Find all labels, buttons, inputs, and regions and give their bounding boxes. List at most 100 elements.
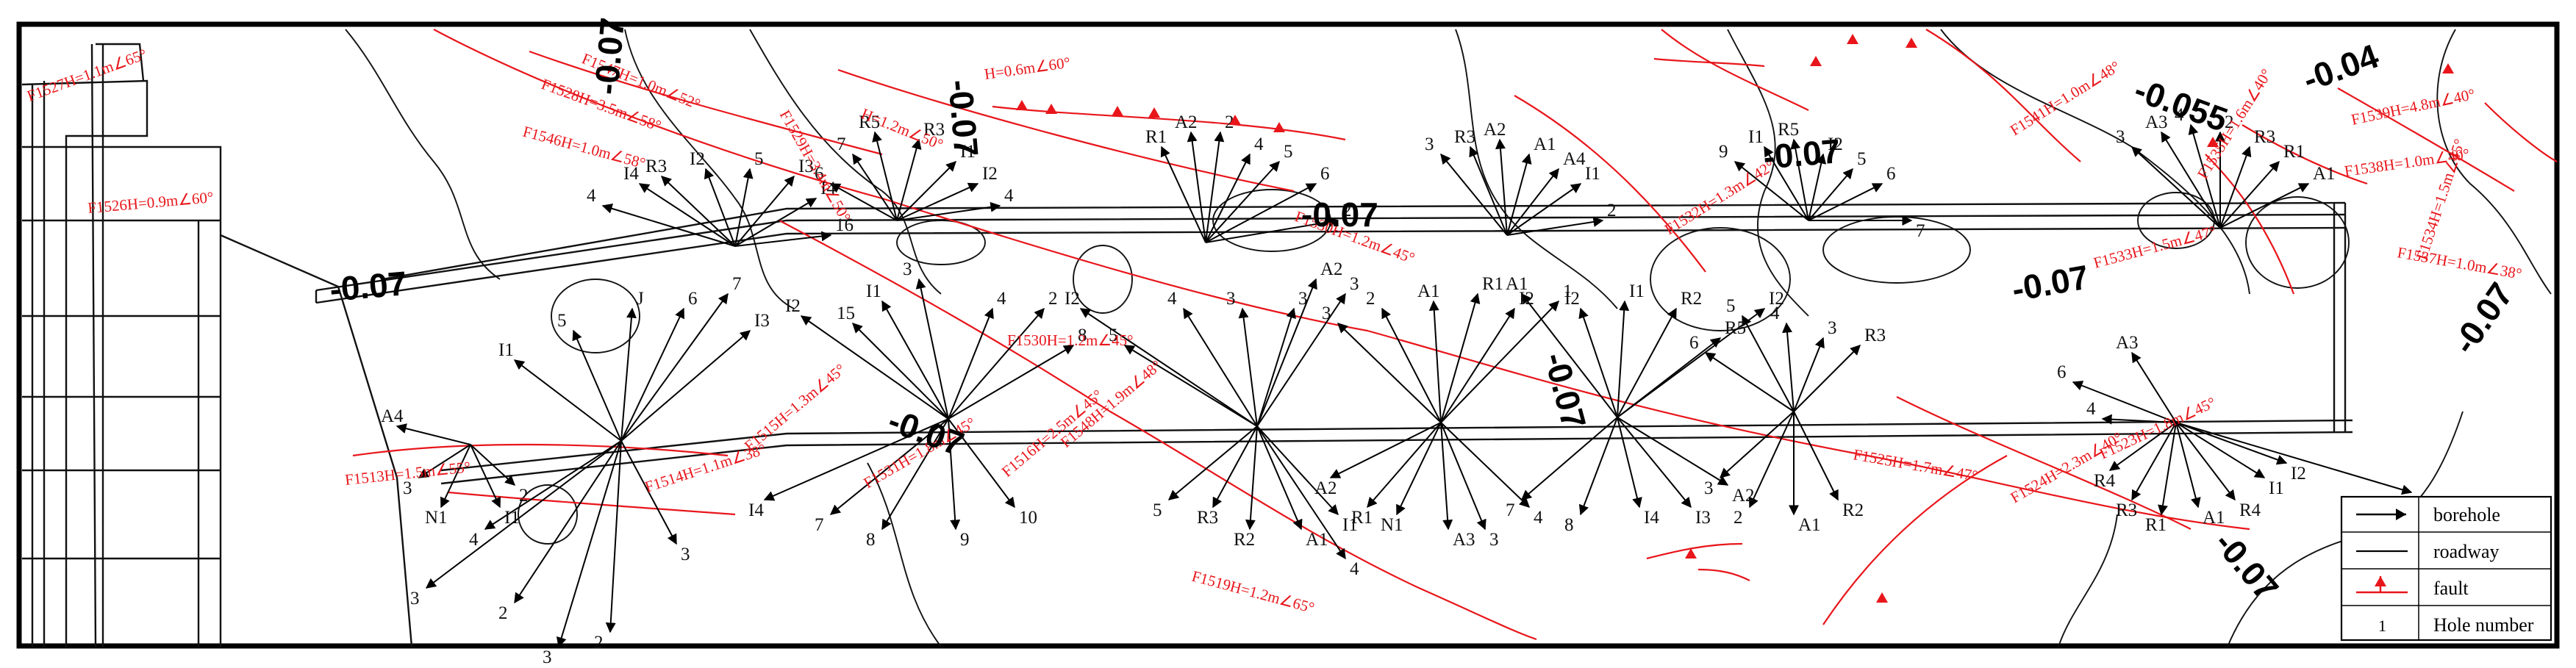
borehole-ray [1748, 411, 1795, 509]
borehole-ray [2175, 422, 2413, 495]
hole-number-label: N1 [1381, 515, 1403, 535]
contour-closed [518, 484, 578, 545]
fault-tick-marker [1045, 104, 1057, 114]
borehole-ray [620, 440, 677, 545]
borehole-ray [1381, 307, 1442, 423]
hole-number-label: 5 [1857, 149, 1867, 169]
hole-number-label: A4 [1563, 149, 1586, 169]
borehole-ray [484, 440, 622, 530]
hole-number-label: A3 [2145, 112, 2168, 132]
borehole-ray [1704, 352, 1795, 412]
hole-number-label: 3 [1298, 289, 1308, 309]
hole-number-label: R1 [1351, 508, 1373, 528]
borehole-ray [1617, 417, 1729, 486]
borehole-ray [734, 175, 795, 247]
borehole-ray [1808, 183, 1883, 221]
borehole-ray [1617, 417, 1642, 509]
borehole-ray [1506, 183, 1582, 236]
borehole-ray [1440, 153, 1508, 236]
legend-hole-number-glyph: 1 [2378, 617, 2386, 635]
borehole-ray [896, 201, 1001, 221]
hole-number-label: 3 [903, 259, 912, 279]
fault-trace [779, 220, 1537, 641]
borehole-ray [620, 307, 684, 442]
contour-closed [2137, 192, 2215, 249]
borehole-ray [1719, 411, 1795, 478]
fault-trace [1653, 57, 1765, 68]
hole-number-label: I2 [2291, 464, 2306, 484]
hole-number-label: 8 [1078, 326, 1087, 345]
fault-trace [1514, 95, 1706, 273]
hole-number-label: A2 [1732, 486, 1755, 506]
borehole-ray [1617, 300, 1630, 418]
borehole-ray [2131, 351, 2177, 423]
borehole-ray [1256, 278, 1317, 427]
hole-number-label: R1 [2145, 515, 2167, 535]
borehole-ray [852, 323, 949, 420]
hole-number-label: R1 [2283, 142, 2305, 162]
roadway-line [315, 226, 2346, 304]
hole-number-label: 4 [469, 530, 479, 550]
roadway-line [440, 419, 2353, 472]
hole-number-label: 5 [1153, 500, 1162, 520]
fault-tick-marker [1810, 56, 1822, 66]
legend-fault-symbol [2356, 576, 2408, 594]
hole-number-label: I4 [623, 164, 639, 184]
hole-number-label: 4 [1254, 134, 1264, 154]
borehole-ray [1506, 153, 1532, 236]
borehole-ray [1734, 161, 1809, 221]
hole-number-label: I4 [1644, 508, 1659, 528]
hole-number-label: A3 [1453, 530, 1475, 550]
hole-number-label: 2 [1366, 289, 1375, 309]
borehole-ray [2188, 123, 2221, 229]
contour-closed [1650, 227, 1791, 331]
hole-number-label: R2 [1234, 530, 1255, 550]
borehole-ray [1764, 146, 1809, 221]
contour-value-label: -0.07 [587, 16, 632, 96]
borehole-ray [829, 418, 949, 515]
contour-closed [896, 220, 986, 265]
borehole-ray [1790, 138, 1809, 221]
hole-number-label: A3 [2116, 333, 2139, 353]
borehole-ray [881, 300, 949, 420]
hole-number-label: I1 [498, 340, 514, 360]
fault-tick-marker [1685, 548, 1697, 559]
borehole-ray [1238, 307, 1258, 427]
borehole-ray [2175, 422, 2288, 465]
borehole-ray [514, 440, 622, 604]
hole-number-label: 3 [1704, 478, 1714, 498]
fault-trace [992, 105, 1346, 141]
hole-number-label: A1 [2203, 508, 2225, 528]
fault-trace [352, 443, 729, 457]
borehole-ray [1440, 422, 1453, 531]
fault-trace [2205, 154, 2295, 295]
fault-trace [2337, 87, 2515, 192]
hole-number-label: I2 [690, 149, 705, 169]
hole-number-label: A2 [1314, 478, 1337, 498]
fault-tick-marker [1906, 37, 1917, 48]
contour-line [1727, 29, 1809, 317]
fault-trace [1697, 568, 1750, 581]
borehole-ray [2108, 422, 2177, 471]
hole-number-label: 3 [1350, 274, 1359, 294]
borehole-ray [734, 198, 817, 247]
hole-number-label: 2 [594, 633, 604, 653]
borehole-ray [1506, 216, 1604, 236]
hole-number-label: 3 [1322, 304, 1331, 323]
hole-number-label: I4 [748, 500, 764, 520]
borehole-ray [2101, 414, 2177, 425]
borehole-ray [1617, 307, 1677, 418]
hole-number-label: R4 [2239, 500, 2261, 520]
roadway-line [22, 146, 222, 647]
fault-tick-marker [1273, 122, 1285, 132]
hole-number-label: 5 [557, 311, 567, 331]
hole-number-label: R5 [859, 112, 880, 132]
hole-number-label: I1 [2269, 478, 2284, 498]
hole-number-label: 6 [1886, 164, 1896, 184]
borehole-ray [1256, 425, 1303, 531]
contour-line [1455, 29, 1618, 309]
borehole-ray [572, 329, 622, 442]
hole-number-label: 3 [681, 545, 690, 564]
borehole-ray [425, 440, 622, 589]
borehole-ray [1495, 138, 1508, 236]
